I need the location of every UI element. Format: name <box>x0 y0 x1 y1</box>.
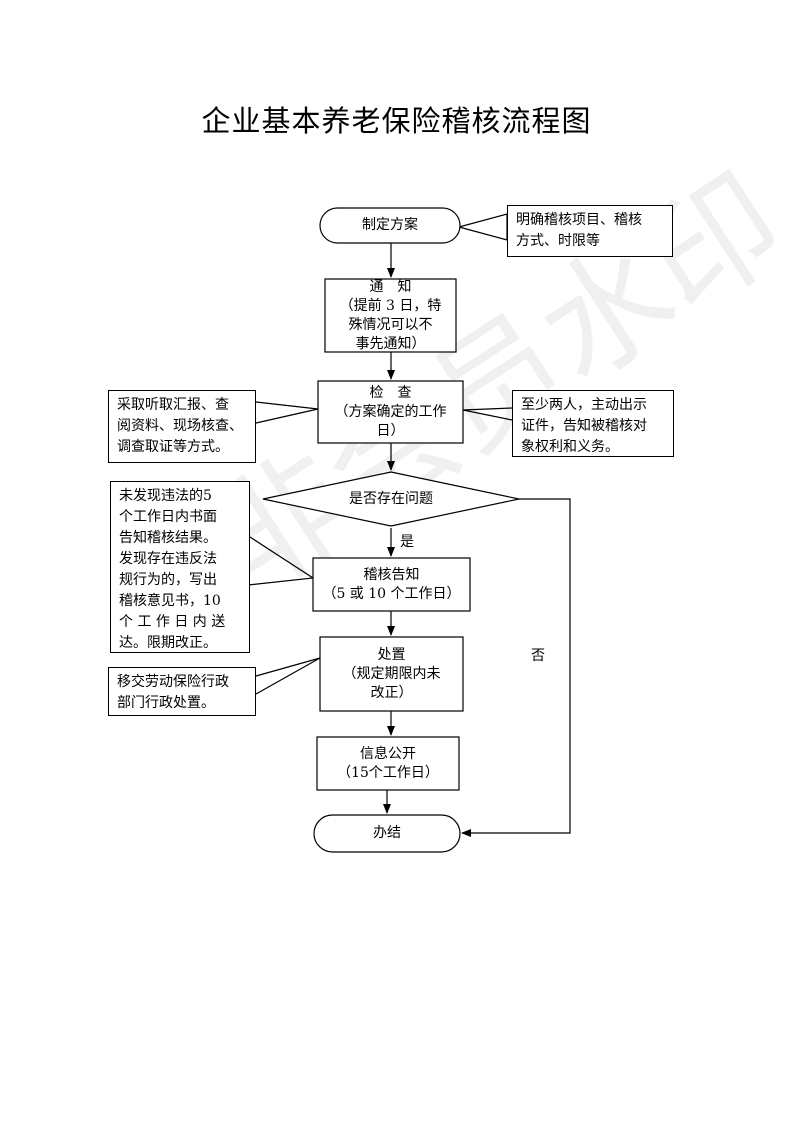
handle-label: 处置 （规定期限内未 改正） <box>342 646 441 701</box>
inspect-box <box>317 380 464 444</box>
callout-methods <box>255 401 319 424</box>
result-box <box>312 557 471 612</box>
notify-box <box>324 278 457 353</box>
inspect-label: 检 查 （方案确定的工作 日） <box>334 384 447 439</box>
arrow-no-branch <box>461 498 571 837</box>
note-transfer: 移交劳动保险行政 部门行政处置。 <box>108 667 256 716</box>
callout-staff <box>462 407 513 421</box>
note-plan: 明确稽核项目、稽核 方式、时限等 <box>507 205 673 257</box>
note-result: 未发现违法的5 个工作日内书面 告知稽核结果。 发现存在违反法 规行为的，写出 … <box>110 481 250 653</box>
page-title: 企业基本养老保险稽核流程图 <box>201 104 592 138</box>
note-staff: 至少两人，主动出示 证件，告知被稽核对 象权利和义务。 <box>512 390 674 457</box>
publish-box <box>316 736 460 791</box>
end-terminal <box>313 814 461 853</box>
callout-result <box>247 536 315 586</box>
decision-label: 是否存在问题 <box>349 490 433 507</box>
handle-box <box>319 636 464 712</box>
publish-label: 信息公开 （15个工作日） <box>337 745 439 781</box>
end-label: 办结 <box>373 825 401 841</box>
yes-label: 是 <box>400 534 414 550</box>
no-label: 否 <box>531 648 545 664</box>
notify-label: 通 知 （提前 3 日，特 殊情况可以不 事先通知） <box>339 278 442 352</box>
result-label: 稽核告知 （5 或 10 个工作日） <box>322 566 461 602</box>
decision-diamond <box>262 471 520 527</box>
note-methods: 采取听取汇报、查 阅资料、现场核查、 调查取证等方式。 <box>108 390 256 463</box>
start-terminal <box>319 207 461 244</box>
callout-plan <box>458 213 508 241</box>
start-label: 制定方案 <box>362 217 418 233</box>
callout-transfer <box>255 657 321 695</box>
